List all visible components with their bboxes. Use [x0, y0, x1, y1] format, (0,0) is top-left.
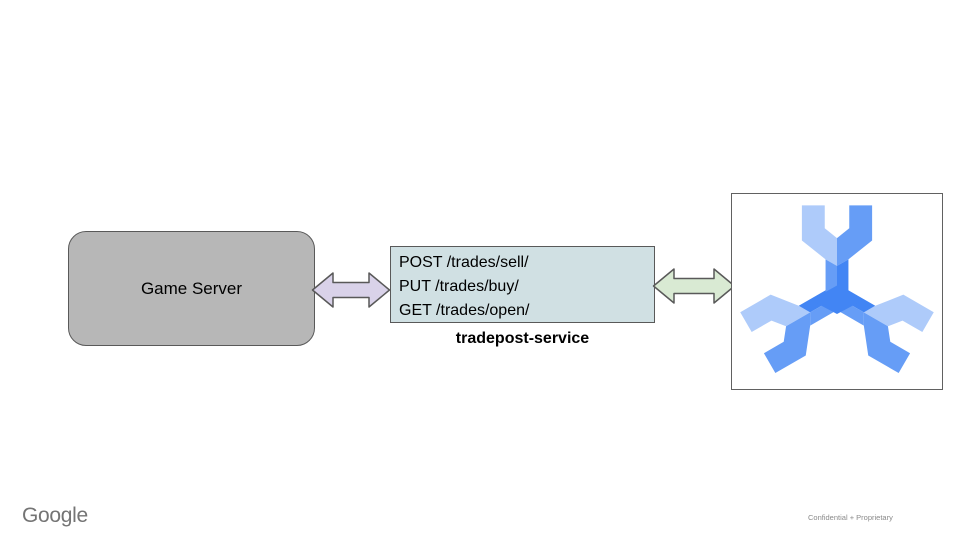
bidirectional-arrow-left-icon — [311, 272, 391, 308]
endpoint-line: POST /trades/sell/ — [399, 254, 529, 271]
endpoint-line: GET /trades/open/ — [399, 302, 530, 319]
spanner-card — [731, 193, 943, 390]
confidential-label: Confidential + Proprietary — [808, 513, 893, 522]
cloud-spanner-icon — [740, 204, 934, 373]
bidirectional-arrow-right-icon — [652, 268, 736, 304]
google-logo: Google — [22, 504, 88, 527]
service-name-label: tradepost-service — [455, 330, 590, 347]
endpoint-line: PUT /trades/buy/ — [399, 278, 519, 295]
game-server-box: Game Server — [68, 231, 315, 346]
service-endpoints-box: POST /trades/sell/ PUT /trades/buy/ GET … — [390, 246, 655, 323]
game-server-label: Game Server — [140, 278, 243, 298]
